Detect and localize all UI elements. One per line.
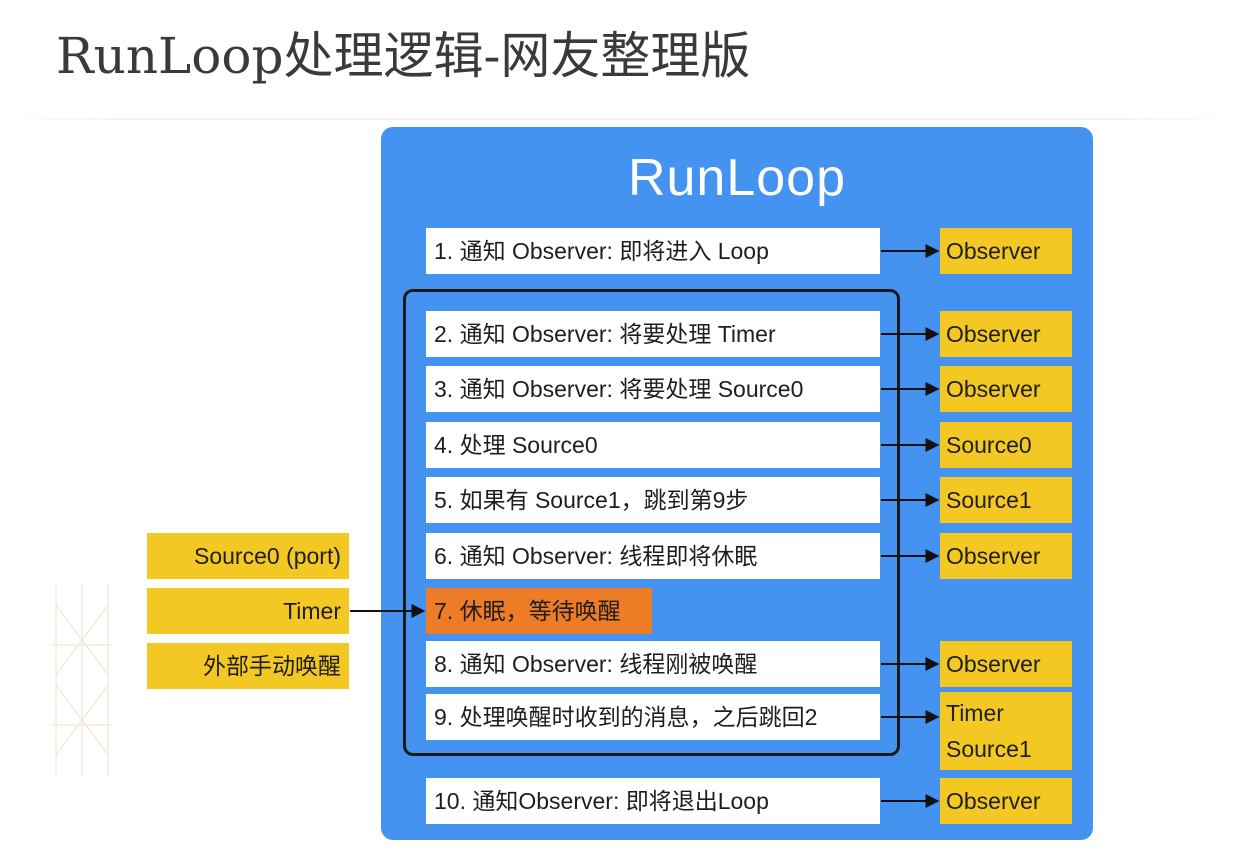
step-2-notify-timer: 2. 通知 Observer: 将要处理 Timer — [426, 311, 880, 357]
wake-source-source0-port: Source0 (port) — [147, 533, 349, 579]
target-source1: Source1 — [940, 477, 1072, 523]
step-8-notify-after-wake: 8. 通知 Observer: 线程刚被唤醒 — [426, 641, 880, 687]
wake-source-manual: 外部手动唤醒 — [147, 643, 349, 689]
step-7-sleep: 7. 休眠，等待唤醒 — [426, 588, 652, 634]
decorative-background-lines — [52, 585, 112, 775]
page-title: RunLoop处理逻辑-网友整理版 — [56, 27, 751, 85]
target-observer-1: Observer — [940, 228, 1072, 274]
step-1-notify-enter: 1. 通知 Observer: 即将进入 Loop — [426, 228, 880, 274]
step-6-notify-before-sleep: 6. 通知 Observer: 线程即将休眠 — [426, 533, 880, 579]
target-observer-2: Observer — [940, 311, 1072, 357]
step-3-notify-source0: 3. 通知 Observer: 将要处理 Source0 — [426, 366, 880, 412]
target-observer-3: Observer — [940, 366, 1072, 412]
target-timer-label: Timer — [946, 700, 1004, 726]
loop-frame — [403, 289, 900, 756]
step-5-check-source1: 5. 如果有 Source1，跳到第9步 — [426, 477, 880, 523]
target-source0: Source0 — [940, 422, 1072, 468]
target-observer-8: Observer — [940, 641, 1072, 687]
step-10-notify-exit: 10. 通知Observer: 即将退出Loop — [426, 778, 880, 824]
target-observer-6: Observer — [940, 533, 1072, 579]
target-observer-10: Observer — [940, 778, 1072, 824]
title-divider — [0, 118, 1242, 120]
runloop-title: RunLoop — [627, 149, 847, 207]
step-9-handle-wake-message: 9. 处理唤醒时收到的消息，之后跳回2 — [426, 694, 880, 740]
step-4-handle-source0: 4. 处理 Source0 — [426, 422, 880, 468]
target-source1-label: Source1 — [946, 736, 1032, 762]
target-timer-source1: Timer Source1 — [940, 692, 1072, 770]
wake-source-timer: Timer — [147, 588, 349, 634]
